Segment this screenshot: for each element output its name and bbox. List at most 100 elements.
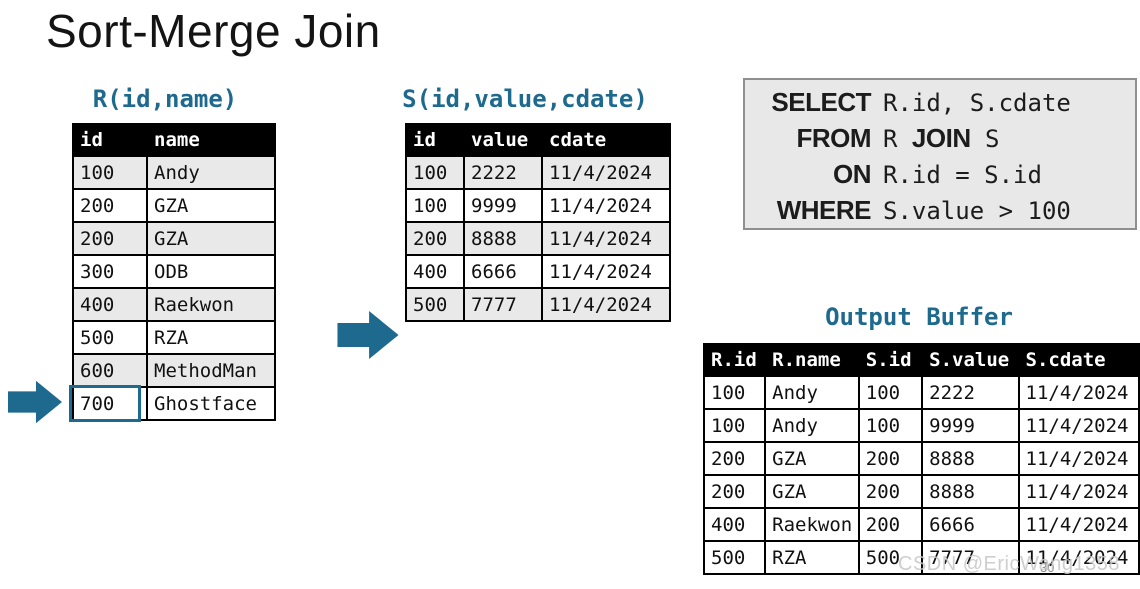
column-header: value xyxy=(463,123,543,157)
slide-title: Sort-Merge Join xyxy=(46,5,381,57)
table-cell: Raekwon xyxy=(764,507,860,542)
table-cell: 400 xyxy=(72,287,148,322)
column-header: id xyxy=(72,123,148,157)
table-cell: Andy xyxy=(146,155,276,190)
sql-keyword: WHERE xyxy=(776,195,872,225)
table-cell: 7777 xyxy=(463,287,543,322)
column-header: S.cdate xyxy=(1017,343,1140,377)
table-r-label: R(id,name) xyxy=(92,85,238,113)
watermark: CSDN @EricWang1358 xyxy=(898,553,1120,575)
table-cell: 200 xyxy=(72,188,148,223)
table-cell: 6666 xyxy=(921,507,1020,542)
table-cell: 11/4/2024 xyxy=(541,254,671,289)
table-cell: 400 xyxy=(405,254,465,289)
table-cell: 200 xyxy=(702,474,767,509)
table-cell: MethodMan xyxy=(146,353,276,388)
table-cell: 600 xyxy=(72,353,148,388)
table-cell: 100 xyxy=(702,408,767,443)
table-cell: 11/4/2024 xyxy=(541,188,671,223)
table-cell: 100 xyxy=(857,375,924,410)
table-cell: Ghostface xyxy=(146,386,276,421)
table-cell: GZA xyxy=(146,188,276,223)
column-header: id xyxy=(405,123,465,157)
table-cell: 11/4/2024 xyxy=(541,287,671,322)
table-cell: 11/4/2024 xyxy=(1017,441,1140,476)
sql-code: R JOIN S xyxy=(883,123,1000,153)
table-cell: 700 xyxy=(72,386,148,421)
block-arrow-right-icon xyxy=(334,311,402,359)
table-cell: 11/4/2024 xyxy=(1017,540,1140,575)
table-cell: 8888 xyxy=(921,441,1020,476)
table-cell: RZA xyxy=(146,320,276,355)
sql-keyword: FROM xyxy=(796,123,871,153)
table-cell: 6666 xyxy=(463,254,543,289)
sql-code: R.id = S.id xyxy=(883,161,1042,189)
sql-code: S.value > 100 xyxy=(883,197,1071,225)
table-cell: 8888 xyxy=(921,474,1020,509)
table-cell: 2222 xyxy=(463,155,543,190)
table-cell: 11/4/2024 xyxy=(1017,507,1140,542)
table-cell: 2222 xyxy=(921,375,1020,410)
table-cell: 200 xyxy=(857,474,924,509)
sql-code: R.id, S.cdate xyxy=(883,89,1071,117)
table-cell: 200 xyxy=(405,221,465,256)
table-cell: 11/4/2024 xyxy=(1017,375,1140,410)
table-cell: 100 xyxy=(702,375,767,410)
table-cell: 100 xyxy=(72,155,148,190)
table-cell: 9999 xyxy=(921,408,1020,443)
table-cell: 8888 xyxy=(463,221,543,256)
sql-keyword: SELECT xyxy=(771,87,871,117)
sql-line: SELECT R.id, S.cdate xyxy=(749,84,1127,120)
highlighted-cell-outline xyxy=(69,385,141,422)
table-cell: 11/4/2024 xyxy=(541,155,671,190)
table-cell: 11/4/2024 xyxy=(1017,474,1140,509)
column-header: R.name xyxy=(764,343,860,377)
column-header: S.value xyxy=(921,343,1020,377)
output-buffer-label: Output Buffer xyxy=(825,303,1013,331)
table-cell: 11/4/2024 xyxy=(541,221,671,256)
table-cell: 200 xyxy=(857,441,924,476)
table-cell: 500 xyxy=(702,540,767,575)
column-header: cdate xyxy=(541,123,671,157)
table-cell: 9999 xyxy=(463,188,543,223)
column-header: name xyxy=(146,123,276,157)
table-cell: Raekwon xyxy=(146,287,276,322)
table-cell: GZA xyxy=(146,221,276,256)
table-cell: 100 xyxy=(405,188,465,223)
sql-line: FROM R JOIN S xyxy=(749,120,1127,156)
page-number: 30 xyxy=(1040,560,1055,575)
column-header: R.id xyxy=(702,343,767,377)
table-cell: 7777 xyxy=(921,540,1020,575)
table-cell: 300 xyxy=(72,254,148,289)
table-cell: GZA xyxy=(764,441,860,476)
table-cell: 11/4/2024 xyxy=(1017,408,1140,443)
table-cell: 200 xyxy=(72,221,148,256)
table-cell: 100 xyxy=(405,155,465,190)
table-cell: 500 xyxy=(405,287,465,322)
table-cell: RZA xyxy=(764,540,860,575)
